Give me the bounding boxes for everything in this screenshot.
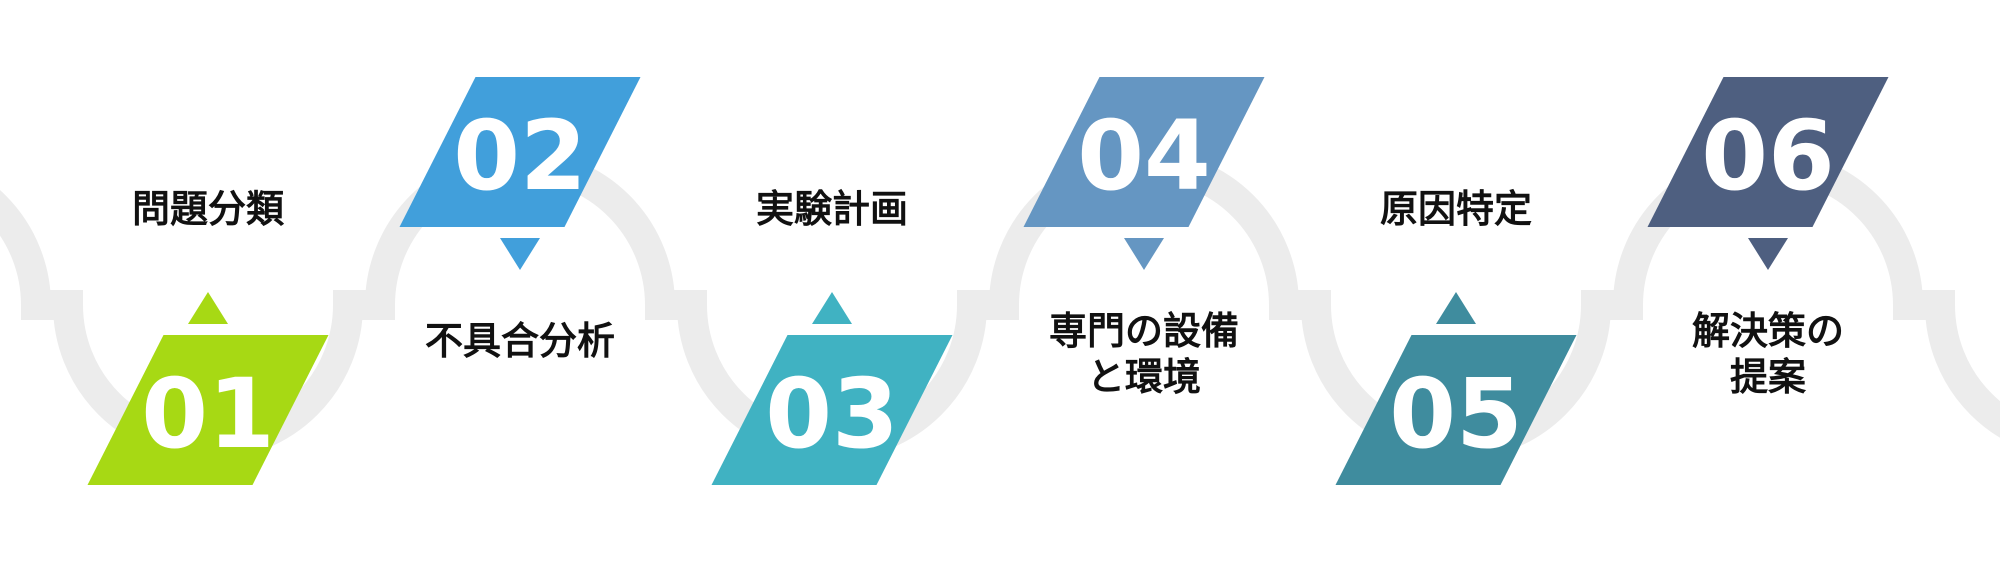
step-05-pointer-icon: [1436, 292, 1476, 324]
step-03-badge: [711, 335, 953, 485]
step-02-badge: [399, 77, 641, 227]
step-02-number: 02: [453, 100, 587, 212]
step-01-badge: [87, 335, 329, 485]
step-01-label: 問題分類: [131, 187, 284, 231]
step-06-pointer-icon: [1748, 238, 1788, 270]
step-05-number: 05: [1389, 358, 1523, 470]
step-03-number: 03: [765, 358, 899, 470]
step-05-label: 原因特定: [1379, 187, 1532, 231]
step-02-label: 不具合分析: [424, 319, 615, 363]
step-02-pointer-icon: [500, 238, 540, 270]
step-04: 04: [1023, 77, 1265, 270]
step-06: 06: [1647, 77, 1889, 270]
step-01: 01: [87, 292, 329, 485]
step-06-badge: [1647, 77, 1889, 227]
step-04-badge: [1023, 77, 1265, 227]
step-04-label: 専門の設備 と環境: [1048, 309, 1239, 399]
step-04-pointer-icon: [1124, 238, 1164, 270]
step-05-badge: [1335, 335, 1577, 485]
step-01-pointer-icon: [188, 292, 228, 324]
step-04-number: 04: [1077, 100, 1211, 212]
step-03-pointer-icon: [812, 292, 852, 324]
step-01-number: 01: [141, 358, 275, 470]
step-05: 05: [1335, 292, 1577, 485]
wave-connector: [0, 150, 2000, 460]
step-03: 03: [711, 292, 953, 485]
step-06-number: 06: [1701, 100, 1835, 212]
step-06-label: 解決策の 提案: [1691, 309, 1844, 399]
step-03-label: 実験計画: [755, 187, 908, 231]
step-02: 02: [399, 77, 641, 270]
